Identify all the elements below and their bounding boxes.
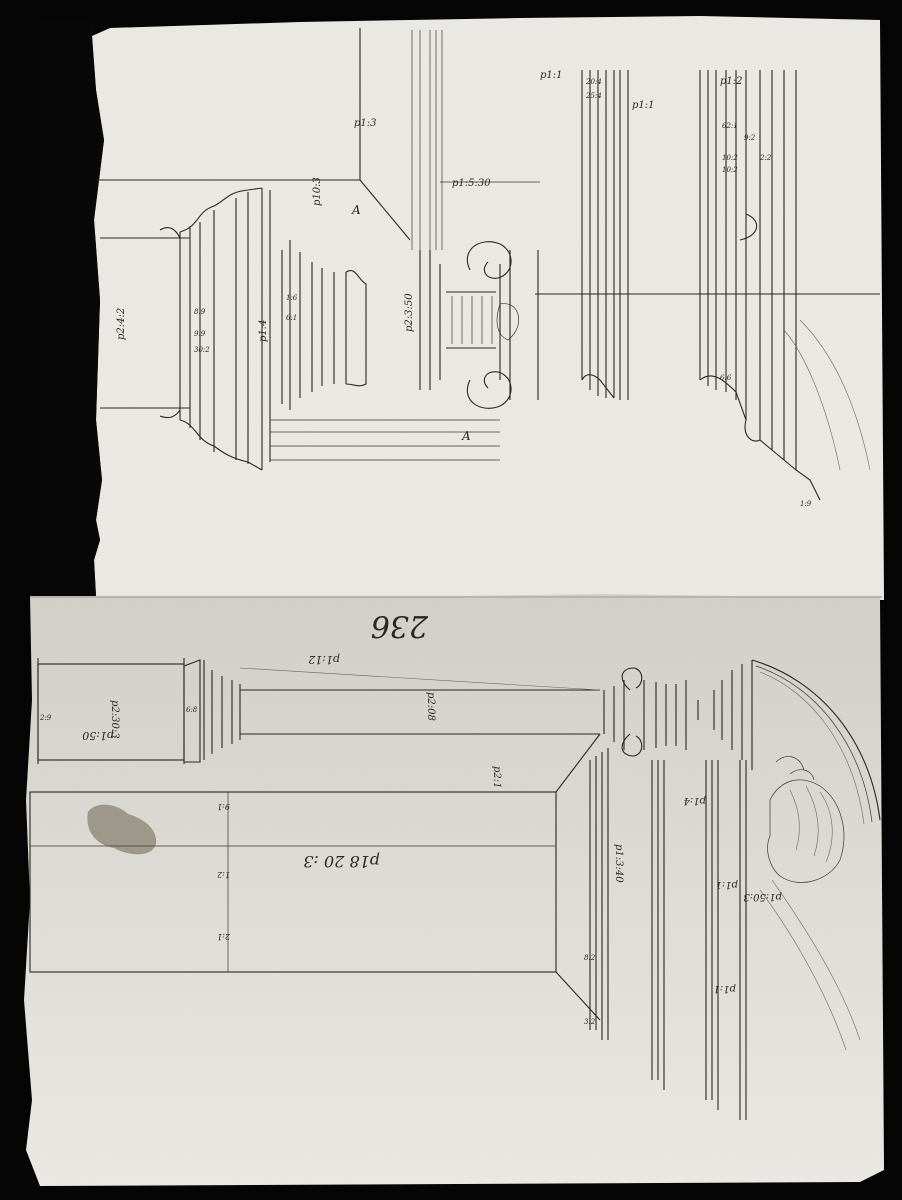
upper-small-dim: 8:9 [194, 308, 206, 316]
lower-large-note: p18 20 :3 [303, 852, 380, 871]
lower-dim: p1:1 [716, 879, 739, 890]
upper-small-dim: 30:2 [194, 346, 210, 354]
upper-dim: p1:1 [540, 70, 563, 81]
upper-small-dim: 10:2 [722, 154, 738, 162]
upper-small-dim: 2:2 [759, 154, 772, 162]
lower-column-profile [29, 658, 881, 1120]
upper-dim: p1:4 [258, 320, 269, 343]
folio-number: 236 [371, 608, 429, 643]
upper-small-dim: 62:1 [722, 122, 738, 130]
lower-small-labels: 2:9 6:8 9:1 1:2 2:1 8:2 3:2 [39, 706, 596, 1026]
upper-small-dim: 6:6 [720, 374, 732, 382]
upper-sheet [40, 16, 884, 600]
volute-top [466, 241, 512, 279]
upper-dim: p2:3:50 [404, 293, 415, 332]
lower-dim: p1:50 [82, 729, 114, 742]
label-letter-a-top: A [351, 203, 361, 217]
lower-small-dim: 2:9 [39, 714, 52, 722]
upper-small-dim: 10:2 [722, 166, 738, 174]
lower-dim: p1:12 [308, 653, 340, 666]
lower-volutes [621, 667, 643, 757]
upper-small-dim: 9:2 [744, 134, 756, 142]
label-letter-a-bottom: A [461, 429, 471, 443]
lower-small-dim: 3:2 [584, 1018, 596, 1026]
upper-torn-edge [40, 20, 104, 596]
upper-small-dim: 6:1 [286, 314, 297, 322]
upper-small-labels: 20:4 25:4 10:2 62:1 2:2 9:2 10:2 8:9 9:9… [194, 78, 812, 508]
upper-small-dim: 1:9 [800, 500, 812, 508]
lower-dim: p1:50:3 [743, 891, 782, 902]
lower-dimension-labels: p1:12 p1:50 p2:30:3 p2:08 p2:1 p1:4 p1:3… [82, 653, 782, 994]
upper-dim: p1:5:30 [452, 178, 491, 189]
lower-small-dim: 9:1 [217, 802, 230, 811]
upper-dimension-labels: p1:1 p1:1 p1:2 p1:3 p10:3 p1:5:30 p2:3:5… [116, 70, 743, 342]
lower-dim: p2:08 [425, 692, 436, 721]
shell-ornament [767, 779, 845, 883]
upper-dim: p1:1 [632, 100, 655, 111]
lower-dim: p1:4 [684, 795, 707, 806]
upper-small-dim: 20:4 [585, 78, 602, 86]
annotations: 236 A A p1:1 p1:1 p1:2 p1:3 p10:3 p1:5:3… [39, 70, 812, 1026]
lower-dim: p2:30:3 [109, 700, 120, 739]
upper-small-dim: 1:6 [286, 294, 298, 302]
capital-mask [496, 303, 520, 341]
lower-small-dim: 1:2 [217, 870, 230, 879]
lower-sheet [24, 594, 884, 1186]
upper-small-dim: 25:4 [585, 92, 602, 100]
lower-small-dim: 8:2 [584, 954, 596, 962]
lower-dim: p2:1 [491, 766, 502, 789]
upper-cornice-profile [96, 28, 880, 501]
ink-stain [87, 804, 157, 855]
lower-dim: p1:3:40 [613, 844, 624, 883]
upper-dim: p1:2 [720, 76, 743, 87]
upper-small-dim: 9:9 [194, 330, 206, 338]
lower-small-dim: 6:8 [186, 706, 198, 714]
lower-dim: p1:1 [714, 983, 737, 994]
upper-dim: p10:3 [312, 177, 323, 206]
volute-bottom [466, 371, 512, 409]
upper-dim: p1:3 [354, 118, 377, 129]
lower-small-dim: 2:1 [217, 932, 231, 941]
upper-dim: p2:4:2 [116, 308, 127, 340]
